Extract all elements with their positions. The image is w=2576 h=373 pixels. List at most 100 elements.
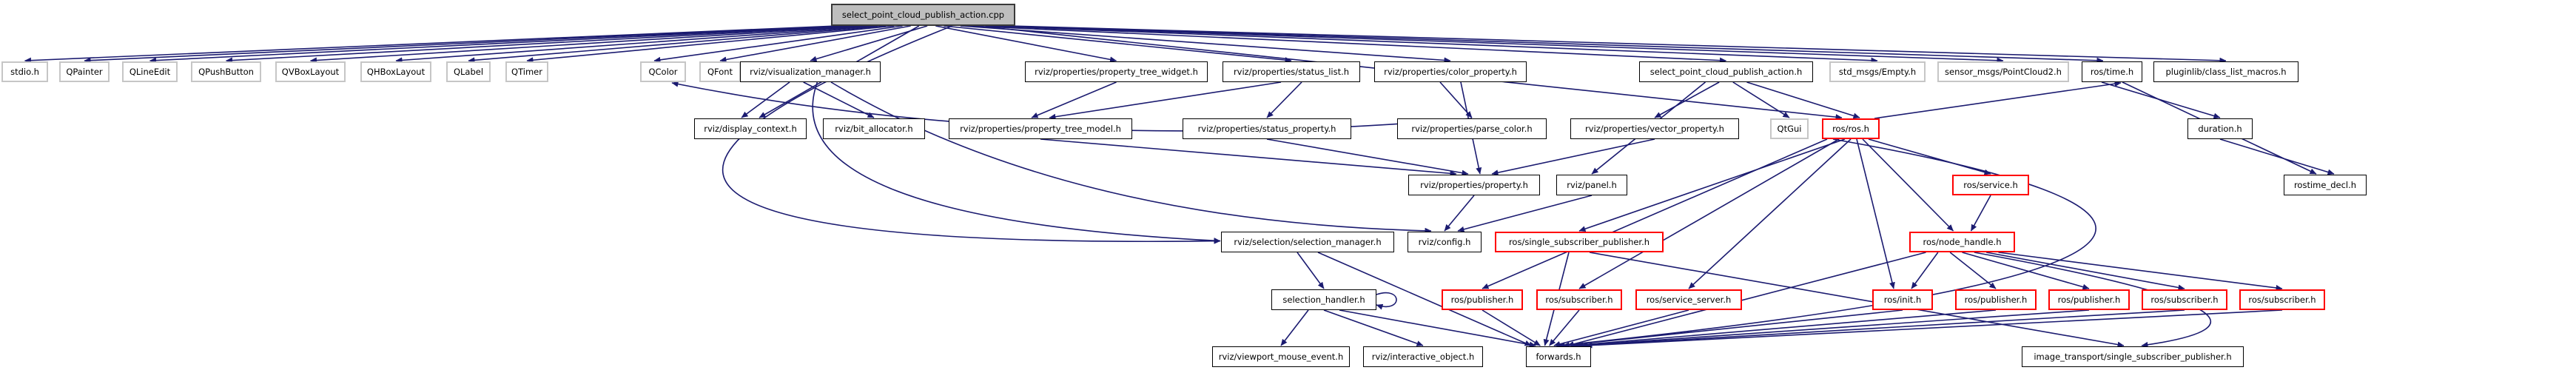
edge-root-to-empty [985, 25, 1878, 64]
node-node_handle[interactable]: ros/node_handle.h [1909, 232, 2015, 252]
edge-init-to-forwards [1562, 309, 1903, 349]
node-color_property[interactable]: rviz/properties/color_property.h [1374, 61, 1527, 82]
node-rosros[interactable]: ros/ros.h [1822, 118, 1880, 139]
edge-pub3-to-forwards [1576, 309, 2090, 349]
node-pub2[interactable]: ros/publisher.h [1955, 289, 2037, 310]
node-service[interactable]: ros/service.h [1952, 175, 2029, 195]
edge-pub2-to-forwards [1572, 309, 1997, 349]
edge-vector_property-to-property [1491, 138, 1655, 176]
edge-vis_manager-to-selection_manager [812, 81, 1221, 244]
node-pointcloud2: sensor_msgs/PointCloud2.h [1937, 61, 2069, 82]
edge-spcpa_h-to-vector_property [1654, 81, 1720, 118]
edge-duration-to-rostime_decl [2219, 138, 2335, 175]
edge-root-to-qcolor [653, 25, 903, 63]
node-ssp[interactable]: ros/single_subscriber_publisher.h [1495, 232, 1664, 252]
node-rostime[interactable]: ros/time.h [2082, 61, 2142, 82]
node-parse_color[interactable]: rviz/properties/parse_color.h [1397, 118, 1547, 139]
edge-root-to-qtimer [526, 25, 895, 64]
edge-sub1-to-forwards [1549, 309, 1580, 346]
node-status_property[interactable]: rviz/properties/status_property.h [1183, 118, 1351, 139]
edge-property-to-config [1444, 195, 1475, 232]
edge-panel-to-config [1457, 195, 1593, 232]
node-root: select_point_cloud_publish_action.cpp [831, 4, 1015, 26]
edge-sub2-to-forwards [1581, 309, 2185, 349]
edge-rosros-to-service_server [1688, 138, 1852, 289]
edge-root-to-status_list [944, 25, 1292, 64]
node-init[interactable]: ros/init.h [1872, 289, 1933, 310]
node-qhboxlayout: QHBoxLayout [360, 61, 431, 82]
node-vme[interactable]: rviz/viewport_mouse_event.h [1212, 346, 1350, 367]
node-rostime_decl[interactable]: rostime_decl.h [2284, 175, 2367, 195]
edge-selection_handler-to-forwards [1339, 309, 1536, 348]
edge-root-to-pointcloud2 [993, 25, 2004, 64]
edge-rosros-to-pub1 [1482, 138, 1828, 289]
edge-rosros-to-sub1 [1578, 138, 1840, 289]
edge-sub3-to-forwards [1585, 309, 2283, 349]
edge-root-to-qlabel [468, 25, 887, 64]
edge-selection_handler-to-io [1323, 309, 1424, 346]
node-itssp[interactable]: image_transport/single_subscriber_publis… [2022, 346, 2244, 367]
node-vector_property[interactable]: rviz/properties/vector_property.h [1570, 118, 1739, 139]
node-bit_allocator[interactable]: rviz/bit_allocator.h [823, 118, 925, 139]
edge-root-to-pluginlib [1009, 25, 2227, 64]
node-duration[interactable]: duration.h [2187, 118, 2253, 139]
node-ptm[interactable]: rviz/properties/property_tree_model.h [949, 118, 1132, 139]
edge-node_handle-to-pub3 [1962, 252, 2090, 290]
edge-ssp-to-itssp [1589, 252, 2125, 348]
edge-root-to-qvboxlayout [310, 25, 870, 64]
node-config[interactable]: rviz/config.h [1408, 232, 1482, 252]
edge-status_property-to-property [1266, 138, 1469, 176]
node-panel[interactable]: rviz/panel.h [1556, 175, 1627, 195]
node-service_server[interactable]: ros/service_server.h [1635, 289, 1742, 310]
node-property[interactable]: rviz/properties/property.h [1408, 175, 1540, 195]
node-pub1[interactable]: ros/publisher.h [1442, 289, 1523, 310]
edge-root-to-qpushbutton [226, 25, 861, 64]
node-io[interactable]: rviz/interactive_object.h [1363, 346, 1483, 367]
node-selection_handler[interactable]: selection_handler.h [1271, 289, 1376, 310]
edge-spcpa_h-to-qtgui [1732, 81, 1790, 118]
node-qlabel: QLabel [446, 61, 491, 82]
node-spcpa_h[interactable]: select_point_cloud_publish_action.h [1639, 61, 1813, 82]
node-sub3[interactable]: ros/subscriber.h [2239, 289, 2325, 310]
edge-node_handle-to-pub2 [1949, 252, 1997, 289]
edge-root-to-qhboxlayout [395, 25, 878, 64]
edge-pub1-to-forwards [1482, 309, 1541, 346]
edge-node_handle-to-forwards [1567, 252, 1926, 347]
node-qcolor: QColor [640, 61, 686, 82]
edge-rosros-to-init [1856, 138, 1895, 289]
node-sub1[interactable]: ros/subscriber.h [1536, 289, 1622, 310]
node-pluginlib[interactable]: pluginlib/class_list_macros.h [2153, 61, 2298, 82]
node-qlineedit: QLineEdit [122, 61, 178, 82]
edge-rosros-to-node_handle [1862, 138, 1954, 232]
node-pub3[interactable]: ros/publisher.h [2048, 289, 2130, 310]
edge-spcpa_h-to-rosros [1746, 81, 1860, 119]
node-qfont: QFont [699, 61, 741, 82]
edge-root-to-stdio [24, 25, 837, 64]
node-stdio: stdio.h [1, 61, 48, 82]
node-ptw[interactable]: rviz/properties/property_tree_widget.h [1025, 61, 1208, 82]
edge-selection_manager-to-forwards [1317, 252, 1532, 346]
edge-root-to-qfont [719, 25, 911, 63]
node-qtgui: QtGui [1770, 118, 1809, 139]
node-status_list[interactable]: rviz/properties/status_list.h [1223, 61, 1360, 82]
edge-service-to-node_handle [1970, 195, 1991, 232]
edge-status_list-to-status_property [1266, 81, 1302, 118]
edge-ptm-to-property [1040, 138, 1457, 177]
edge-selection_manager-to-selection_handler [1297, 252, 1325, 289]
edge-rosros-to-service [1868, 138, 1991, 175]
edge-root-to-ptw [935, 25, 1117, 63]
edge-status_list-to-ptm [1049, 81, 1282, 120]
node-forwards[interactable]: forwards.h [1526, 346, 1591, 367]
edge-ptw-to-ptm [1031, 81, 1117, 118]
edge-vis_manager-to-config [830, 81, 1432, 234]
edge-node_handle-to-sub2 [1986, 252, 2185, 291]
node-sub2[interactable]: ros/subscriber.h [2142, 289, 2227, 310]
edge-rosros-to-ssp [1578, 138, 1846, 232]
node-selection_manager[interactable]: rviz/selection/selection_manager.h [1221, 232, 1394, 252]
node-vis_manager[interactable]: rviz/visualization_manager.h [740, 61, 881, 82]
edge-selection_handler-to-vme [1280, 309, 1309, 346]
node-display_context[interactable]: rviz/display_context.h [694, 118, 807, 139]
edge-root-to-qpainter [84, 25, 845, 64]
edge-service_server-to-forwards [1553, 309, 1689, 347]
